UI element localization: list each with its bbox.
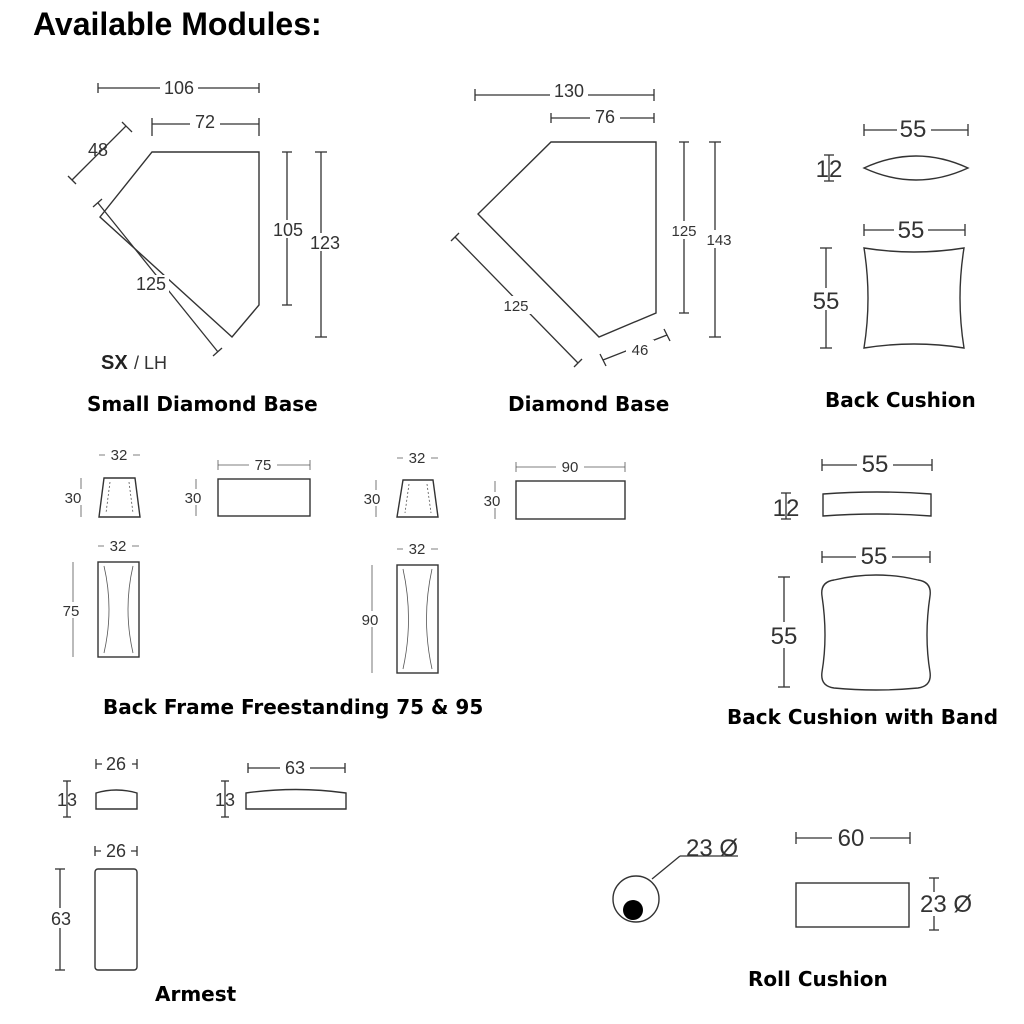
dim-label: 48	[88, 140, 108, 160]
dim-label: 32	[409, 541, 426, 558]
back-frame-drawing: 0 32 30 75 30 32 30 90	[59, 447, 626, 674]
dim-label: 32	[409, 450, 426, 467]
caption-back-frame: Back Frame Freestanding 75 & 95	[103, 695, 484, 719]
dim-label: 143	[706, 232, 731, 249]
dim-label: 13	[57, 790, 77, 810]
dim-label: 90	[562, 459, 579, 476]
roll-cushion-core	[623, 900, 643, 920]
armest-long-view	[245, 788, 347, 810]
caption-armest: Armest	[155, 982, 237, 1006]
back-frame-top-view	[98, 477, 141, 518]
dim-label: 30	[65, 490, 82, 507]
roll-cushion-end-view	[612, 875, 660, 923]
band-cushion-side-view	[822, 491, 932, 517]
armest-top-view	[94, 868, 138, 971]
roll-cushion-drawing: 23 Ø 60 23 Ø	[612, 825, 980, 931]
roll-cushion-side-view	[795, 882, 910, 928]
small-diamond-base-drawing: 106 72 48 105 123 125 SX / LH	[67, 78, 342, 374]
dim-label: 105	[273, 220, 303, 240]
diamond-shape	[477, 141, 657, 338]
dim-label: 76	[595, 107, 615, 127]
diamond-base-drawing: 130 76 125 143 125 46	[450, 81, 737, 368]
back-cushion-front-view	[863, 247, 965, 349]
orientation-label-lh: / LH	[134, 353, 167, 373]
dim-label: 55	[898, 217, 925, 244]
back-frame-90-top	[515, 480, 626, 520]
dim-label: 23 Ø	[686, 835, 738, 862]
dim-label: 63	[51, 909, 71, 929]
dim-label: 130	[554, 81, 584, 101]
dim-label: 30	[364, 491, 381, 508]
dim-label: 60	[838, 825, 865, 852]
dim-label: 75	[255, 457, 272, 474]
back-frame-90-front	[396, 564, 439, 674]
dim-label: 12	[816, 156, 843, 183]
dim-label: 12	[773, 495, 800, 522]
dim-label: 55	[862, 451, 889, 478]
caption-back-cushion: Back Cushion	[825, 388, 976, 412]
back-frame-75-front	[97, 561, 140, 658]
dim-label: 30	[484, 493, 501, 510]
dim-label: 26	[106, 841, 126, 861]
dim-label: 32	[110, 538, 127, 555]
dim-label: 125	[503, 298, 528, 315]
caption-small-diamond-base: Small Diamond Base	[87, 392, 318, 416]
dim-label: 30	[185, 490, 202, 507]
dim-label: 75	[63, 603, 80, 620]
dim-label: 72	[195, 112, 215, 132]
band-cushion-front-view	[821, 574, 931, 691]
dim-label: 13	[215, 790, 235, 810]
dim-label: 55	[813, 288, 840, 315]
back-frame-75-top	[217, 478, 311, 517]
dim-label: 55	[900, 116, 927, 143]
dim-label: 90	[362, 612, 379, 629]
dim-label: 123	[310, 233, 340, 253]
dim-label: 55	[771, 623, 798, 650]
dim-label: 63	[285, 758, 305, 778]
page-title: Available Modules:	[33, 6, 322, 42]
caption-diamond-base: Diamond Base	[508, 392, 670, 416]
caption-back-cushion-band: Back Cushion with Band	[727, 705, 999, 729]
dim-label: 125	[671, 223, 696, 240]
back-cushion-side-view	[862, 155, 970, 181]
back-frame-top-view	[396, 479, 439, 518]
armest-side-view	[95, 789, 138, 810]
dim-label: 32	[111, 447, 128, 464]
dim-label: 106	[164, 78, 194, 98]
back-cushion-band-drawing: 55 12 55 55	[766, 451, 933, 691]
dim-label: 125	[136, 274, 166, 294]
small-diamond-shape	[99, 151, 260, 339]
dim-label: 55	[861, 543, 888, 570]
caption-roll-cushion: Roll Cushion	[748, 967, 888, 991]
dim-label: 23 Ø	[920, 891, 972, 918]
dim-label: 46	[632, 342, 649, 359]
back-cushion-drawing: 55 12 55 55	[810, 116, 970, 349]
armest-drawing: 26 13 63 13 26 63	[46, 753, 347, 971]
dim-label: 26	[106, 754, 126, 774]
orientation-label-sx: SX	[101, 352, 128, 374]
